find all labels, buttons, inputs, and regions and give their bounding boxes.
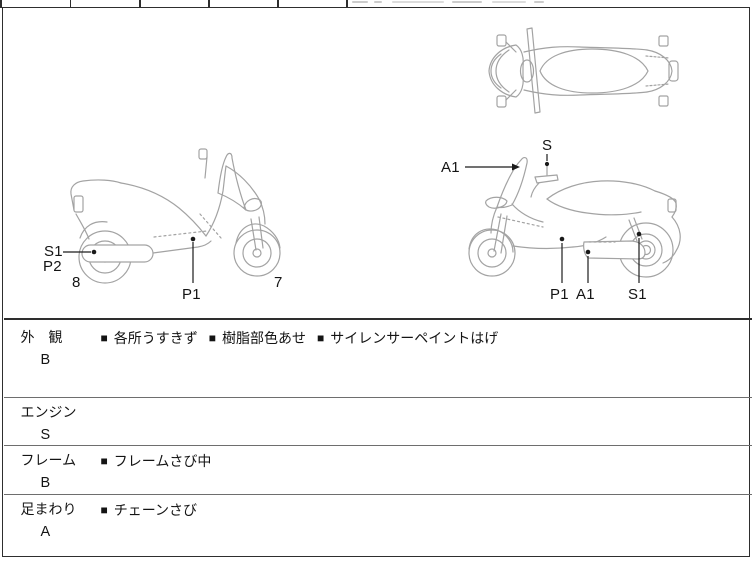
- condition-item: ■ 各所うすきず: [101, 328, 198, 348]
- header-cell-divider: [208, 0, 210, 8]
- table-row-frame: フレーム B ■ フレームさび中: [3, 445, 752, 494]
- condition-item: ■ チェーンさび: [101, 500, 198, 520]
- callout-s-mirror: S: [542, 137, 553, 154]
- cropped-text-remnant: [534, 1, 544, 3]
- header-cell-divider: [139, 0, 141, 8]
- grade-badge: A: [40, 524, 51, 540]
- row-label: フレーム: [20, 452, 77, 468]
- cropped-text-remnant: [352, 1, 368, 3]
- callout-p2-left: P2: [43, 258, 62, 275]
- cropped-text-remnant: [452, 1, 482, 3]
- condition-table: 外 観 B ■ 各所うすきず ■ 樹脂部色あせ ■ サイレンサーペイントはげ エンジン…: [3, 318, 752, 558]
- header-cell-divider: [0, 0, 2, 8]
- grade-badge: B: [40, 475, 51, 491]
- table-row-exterior: 外 観 B ■ 各所うすきず ■ 樹脂部色あせ ■ サイレンサーペイントはげ: [4, 320, 752, 397]
- condition-item-text: フレームさび中: [113, 453, 212, 469]
- bullet-square-icon: ■: [100, 454, 108, 468]
- callout-p1-right: P1: [550, 286, 569, 303]
- scooter-left-side-drawing: [70, 148, 281, 284]
- bullet-square-icon: ■: [100, 503, 108, 517]
- header-cell-divider: [346, 0, 348, 8]
- row-label: 外 観: [20, 329, 63, 345]
- callout-p1-left: P1: [182, 286, 201, 303]
- condition-item-text: サイレンサーペイントはげ: [330, 330, 499, 346]
- grade-badge: S: [40, 427, 51, 443]
- callout-rear-wheel-number: 8: [72, 274, 81, 291]
- cropped-text-remnant: [392, 1, 444, 3]
- grade-badge: B: [40, 352, 51, 368]
- callout-s1-right: S1: [628, 286, 647, 303]
- callout-s1-left: S1: [44, 243, 63, 260]
- row-label: エンジン: [20, 404, 77, 420]
- table-row-engine: エンジン S: [3, 397, 752, 445]
- condition-item: ■ サイレンサーペイントはげ: [317, 328, 498, 348]
- sheet-border: [2, 7, 750, 557]
- bullet-square-icon: ■: [100, 331, 108, 345]
- cropped-text-remnant: [374, 1, 382, 3]
- callout-a1-right: A1: [576, 286, 595, 303]
- callout-front-wheel-number: 7: [274, 274, 283, 291]
- table-row-undercarriage: 足まわり A ■ チェーンさび: [3, 494, 752, 558]
- condition-item-text: チェーンさび: [113, 502, 198, 518]
- bullet-square-icon: ■: [317, 331, 325, 345]
- condition-item-text: 各所うすきず: [113, 330, 198, 346]
- row-label: 足まわり: [20, 501, 77, 517]
- scooter-right-side-drawing: [468, 157, 681, 278]
- bullet-square-icon: ■: [208, 331, 216, 345]
- callout-a1-windshield: A1: [441, 159, 460, 176]
- header-cell-divider: [69, 0, 71, 8]
- condition-item-text: 樹脂部色あせ: [222, 330, 306, 346]
- cropped-text-remnant: [492, 1, 526, 3]
- header-cell-divider: [277, 0, 279, 8]
- condition-item: ■ 樹脂部色あせ: [209, 328, 306, 348]
- condition-item: ■ フレームさび中: [101, 451, 212, 471]
- scooter-top-view-drawing: [488, 27, 679, 114]
